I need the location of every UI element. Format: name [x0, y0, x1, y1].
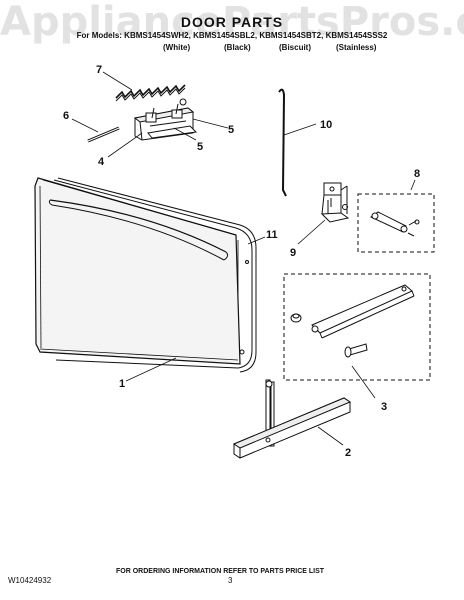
pin-part	[87, 126, 120, 143]
callout-9: 9	[290, 247, 296, 259]
callout-3: 3	[381, 401, 387, 413]
callout-numbers: 1 2 3 4 5 5 6 7 8 9 10 11	[63, 64, 420, 459]
callout-4: 4	[98, 156, 105, 168]
leader-lines	[71, 71, 416, 446]
latch-bracket-part	[320, 182, 350, 223]
ordering-note: FOR ORDERING INFORMATION REFER TO PARTS …	[116, 568, 325, 575]
watermark: AppliancePartsPros.com	[0, 0, 464, 44]
page-title: DOOR PARTS	[180, 14, 284, 30]
callout-7: 7	[96, 64, 102, 76]
arm-assembly-part	[283, 273, 431, 381]
variant-stainless: (Stainless)	[336, 43, 377, 52]
callout-10: 10	[320, 119, 332, 131]
page-number: 3	[228, 576, 233, 585]
spring-part	[115, 84, 186, 102]
variant-white: (White)	[163, 43, 191, 52]
lower-bracket-part	[232, 379, 352, 459]
callout-2: 2	[345, 447, 351, 459]
rod-part	[278, 88, 287, 197]
door-panel-part	[34, 177, 241, 365]
callout-8: 8	[414, 168, 420, 180]
link-assembly-part	[357, 193, 435, 253]
variant-black: (Black)	[224, 43, 251, 52]
callout-1: 1	[119, 378, 125, 390]
callout-5a: 5	[228, 124, 234, 136]
callout-5b: 5	[197, 141, 203, 153]
model-list: For Models: KBMS1454SWH2, KBMS1454SBL2, …	[76, 31, 388, 40]
hinge-bracket-part	[133, 98, 198, 141]
callout-11: 11	[266, 229, 278, 241]
callout-6: 6	[63, 110, 69, 122]
document-number: W10424932	[8, 576, 52, 585]
variant-biscuit: (Biscuit)	[279, 43, 311, 52]
